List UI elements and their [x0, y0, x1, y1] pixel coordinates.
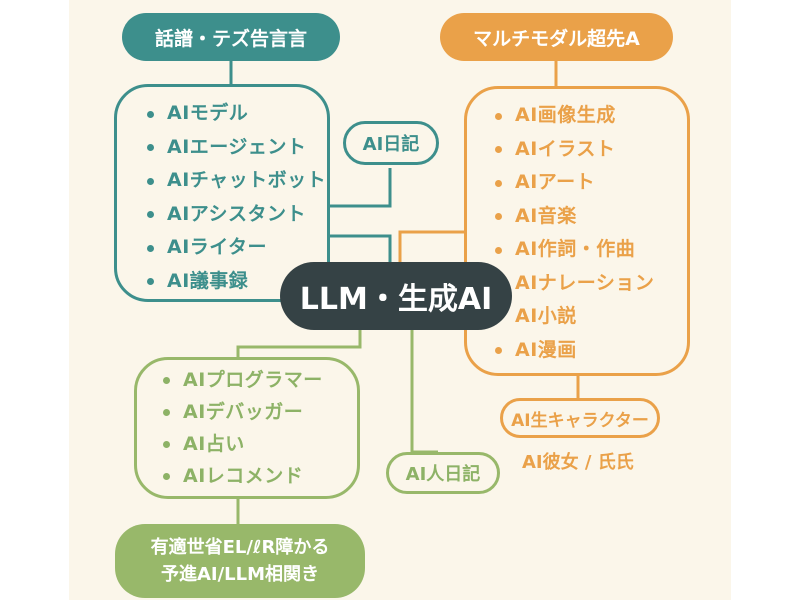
green-item: AIレコメンド: [163, 460, 323, 492]
teal-side-connector: [328, 168, 392, 208]
teal-item: AI議事録: [147, 265, 326, 299]
orange-item: AI画像生成: [495, 99, 654, 133]
teal-item: AIモデル: [147, 97, 326, 131]
orange-sub-label: AI生キャラクター: [511, 410, 649, 431]
orange-item: AIナレーション: [495, 267, 654, 301]
teal-header-pill: 話譜・テズ告言言: [122, 13, 340, 61]
center-node-label: LLM・生成AI: [299, 282, 493, 317]
green-item: AIデバッガー: [163, 396, 323, 428]
teal-item: AIチャットボット: [147, 164, 326, 198]
green-side-label: AI人日記: [405, 464, 481, 485]
orange-header-pill: マルチモダル超先A: [440, 13, 673, 61]
green-footer-line2: 予進AI/LLM相関き: [160, 564, 320, 585]
orange-sub-pill: AI生キャラクター: [500, 398, 660, 438]
orange-item: AI漫画: [495, 334, 654, 368]
orange-item: AI音楽: [495, 200, 654, 234]
green-side-connector: [410, 330, 438, 454]
teal-center-connector: [328, 234, 392, 262]
teal-header-label: 話譜・テズ告言言: [154, 27, 307, 50]
orange-sub-text: AI彼女 / 氏氏: [522, 452, 634, 473]
green-footer-line1: 有適世省EL/ℓR障かる: [150, 537, 330, 558]
green-item: AI占い: [163, 428, 323, 460]
green-item: AIプログラマー: [163, 364, 323, 396]
green-side-pill: AI人日記: [386, 452, 500, 494]
orange-item: AI作詞・作曲: [495, 233, 654, 267]
green-footer-pill: 有適世省EL/ℓR障かる 予進AI/LLM相関き: [115, 524, 365, 598]
teal-side-pill: AI日記: [343, 121, 439, 165]
orange-item: AI小説: [495, 300, 654, 334]
orange-item: AIアート: [495, 166, 654, 200]
teal-item: AIライター: [147, 231, 326, 265]
orange-center-connector: [398, 230, 465, 262]
orange-item: AIイラスト: [495, 133, 654, 167]
orange-header-label: マルチモダル超先A: [473, 27, 640, 50]
teal-item: AIアシスタント: [147, 198, 326, 232]
green-center-connector: [236, 330, 362, 358]
teal-side-label: AI日記: [362, 134, 420, 155]
teal-item: AIエージェント: [147, 131, 326, 165]
center-node: LLM・生成AI: [280, 262, 512, 330]
